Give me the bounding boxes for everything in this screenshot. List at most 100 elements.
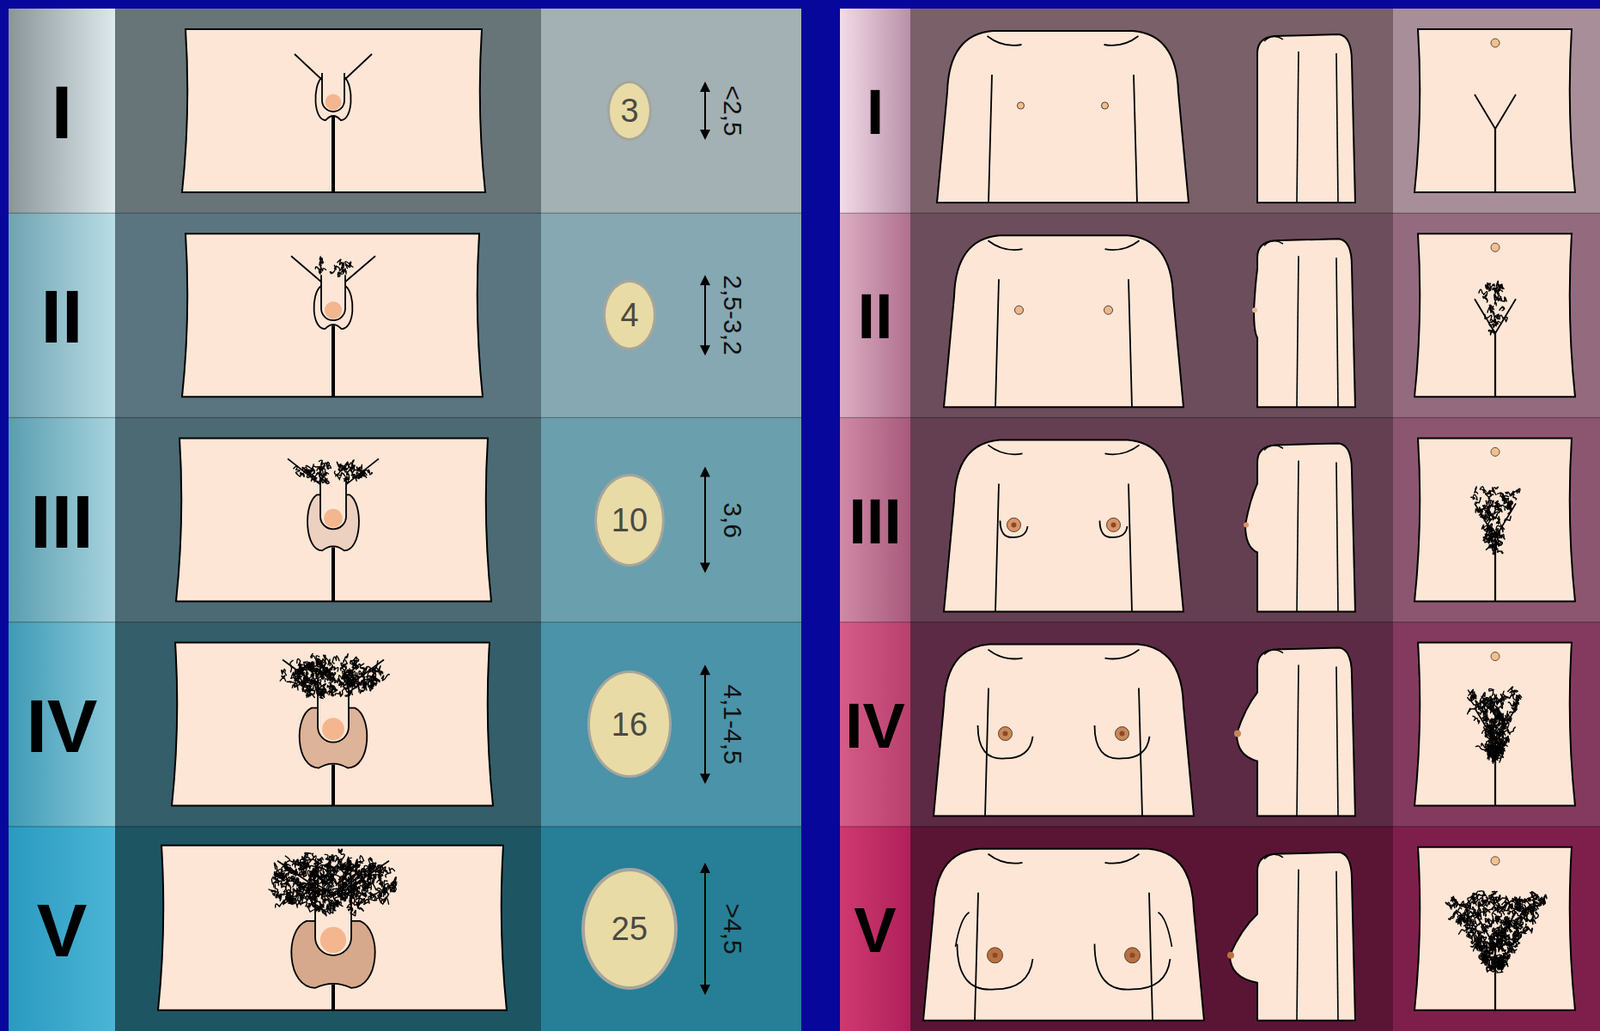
nipple-dot: [1003, 731, 1009, 737]
body-outline: [1414, 847, 1576, 1011]
band: [541, 622, 802, 828]
row-divider: [839, 826, 1600, 828]
band: [115, 8, 542, 214]
breast-stage-figure: [933, 644, 1194, 817]
hair-stroke: [321, 684, 326, 688]
dimension-line: [704, 668, 706, 781]
hair-stroke: [305, 888, 310, 895]
band: [115, 827, 542, 1031]
arrowhead: [699, 563, 711, 574]
hair-stroke: [1500, 906, 1511, 913]
arm-line: [1336, 667, 1339, 817]
groin-line: [294, 54, 323, 80]
band: [1393, 827, 1600, 1031]
hair-stroke: [1493, 321, 1503, 328]
hair-stroke: [1502, 736, 1509, 741]
hair-stroke: [333, 872, 341, 881]
hair-stroke: [1492, 730, 1500, 736]
hair-stroke: [312, 683, 319, 692]
hair-stroke: [300, 665, 311, 675]
hair-stroke: [319, 691, 325, 698]
hair-stroke: [346, 864, 352, 872]
clavicle-line: [1105, 854, 1140, 864]
clavicle-line: [988, 444, 1023, 455]
side-outline: [1257, 34, 1356, 203]
side-profile-figure: [1234, 648, 1356, 817]
hair-stroke: [349, 887, 356, 896]
hair-stroke: [1490, 284, 1495, 291]
side-profile-figure: [1252, 238, 1356, 408]
side-outline: [1236, 648, 1356, 817]
hair-stroke: [1471, 494, 1479, 500]
hair-stroke: [318, 460, 325, 467]
hair-stroke: [325, 873, 334, 880]
hair-stroke: [1493, 741, 1500, 746]
hair-stroke: [1490, 901, 1501, 910]
hair-stroke: [320, 867, 329, 874]
row-divider: [8, 826, 802, 828]
hair-stroke: [390, 887, 396, 893]
pubic-stage-figure: [1414, 438, 1576, 602]
breast-stage-figure: [943, 235, 1184, 408]
hair-stroke: [1491, 945, 1500, 952]
nipple-dot: [1234, 730, 1242, 738]
hair-stroke: [307, 870, 313, 881]
nipple-dot: [1252, 307, 1258, 313]
navel-shape: [1490, 447, 1500, 457]
hair-stroke: [308, 685, 312, 691]
hair-stroke: [1511, 909, 1519, 920]
body-outline: [1414, 29, 1576, 193]
hair-stroke: [337, 272, 342, 277]
clavicle-line: [988, 650, 1023, 660]
areola-shape: [1017, 102, 1025, 110]
arm-line: [1336, 53, 1339, 203]
testis-volume: 10: [611, 504, 648, 537]
hair-stroke: [1472, 893, 1479, 901]
hair-stroke: [288, 898, 296, 904]
hair-stroke: [285, 856, 291, 868]
band: [910, 827, 1394, 1031]
glans-shape: [322, 717, 345, 741]
hair-stroke: [304, 690, 311, 695]
testis-volume: 25: [611, 912, 648, 946]
hair-stroke: [343, 654, 348, 665]
hair-stroke: [286, 876, 294, 882]
body-outline: [171, 643, 493, 807]
torso-outline: [943, 235, 1184, 408]
hair-stroke: [1477, 710, 1485, 716]
hair-stroke: [1487, 699, 1493, 706]
hair-stroke: [1502, 713, 1507, 720]
hair-stroke: [338, 849, 345, 860]
navel-shape: [1490, 857, 1500, 866]
groin-line: [346, 458, 379, 485]
body-outline: [1414, 438, 1576, 602]
hair-stroke: [346, 472, 350, 480]
male-stage-figure: [171, 643, 493, 807]
shoulder-line: [1264, 36, 1284, 42]
hair-stroke: [343, 476, 349, 483]
hair-stroke: [359, 663, 367, 674]
hair-stroke: [1478, 514, 1486, 522]
hair-stroke: [1495, 284, 1503, 294]
nipple-dot: [1130, 953, 1136, 959]
band: [839, 622, 911, 828]
hair-stroke: [337, 259, 343, 265]
hair-stroke: [1492, 740, 1503, 749]
hair-stroke: [1499, 315, 1508, 322]
hair-stroke: [338, 882, 344, 889]
hair-stroke: [1467, 708, 1477, 715]
hair-stroke: [343, 892, 349, 899]
hair-stroke: [353, 658, 359, 668]
midline: [331, 985, 335, 1011]
hair-stroke: [1483, 718, 1487, 722]
row-divider: [839, 212, 1600, 214]
hair-stroke: [302, 680, 305, 691]
hair-stroke: [1514, 921, 1520, 928]
dimension-line: [704, 278, 706, 353]
band: [115, 417, 542, 623]
hair-stroke: [320, 264, 322, 269]
hair-stroke: [349, 898, 359, 907]
hair-stroke: [332, 888, 340, 894]
